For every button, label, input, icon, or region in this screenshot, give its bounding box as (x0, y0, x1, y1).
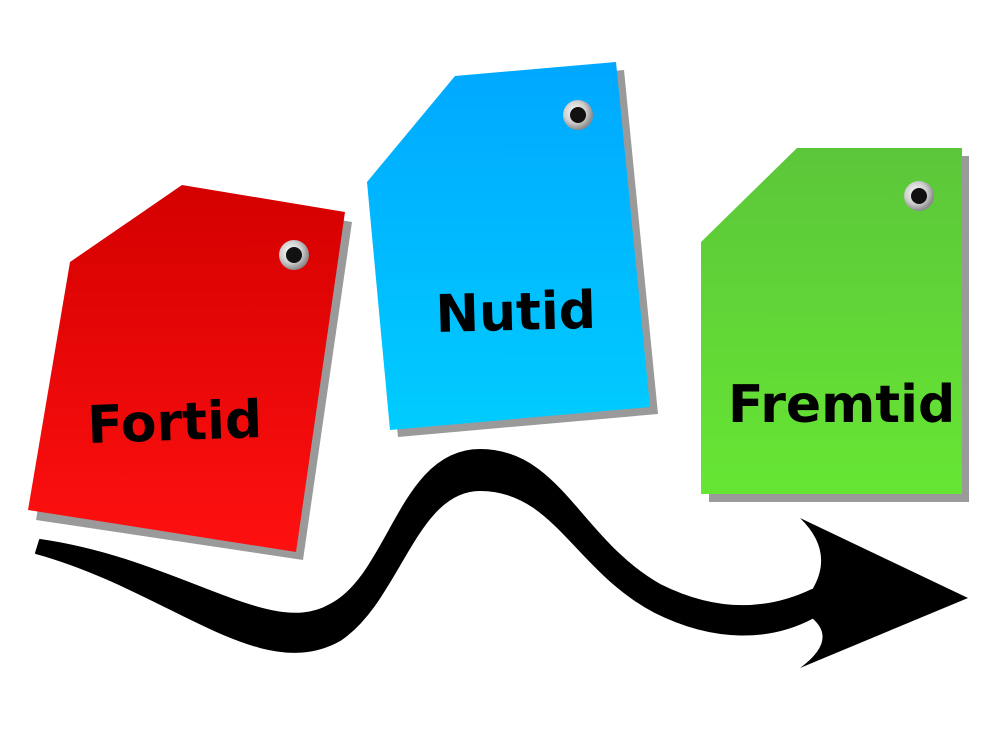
tag-fremtid-body (701, 148, 962, 494)
tag-fortid-body (28, 185, 345, 552)
tag-nutid-label: Nutid (435, 281, 597, 345)
tag-fortid: Fortid (28, 185, 352, 560)
timeline-arrow-head-icon (800, 518, 968, 668)
tag-nutid-hole (570, 107, 586, 123)
tag-fremtid-label: Fremtid (728, 375, 955, 435)
tag-nutid-body (367, 62, 650, 430)
tag-nutid: Nutid (367, 62, 658, 437)
tag-fremtid: Fremtid (701, 148, 969, 502)
tag-fremtid-hole (911, 188, 927, 204)
tag-fortid-hole (286, 247, 302, 263)
tag-fortid-label: Fortid (86, 390, 263, 456)
